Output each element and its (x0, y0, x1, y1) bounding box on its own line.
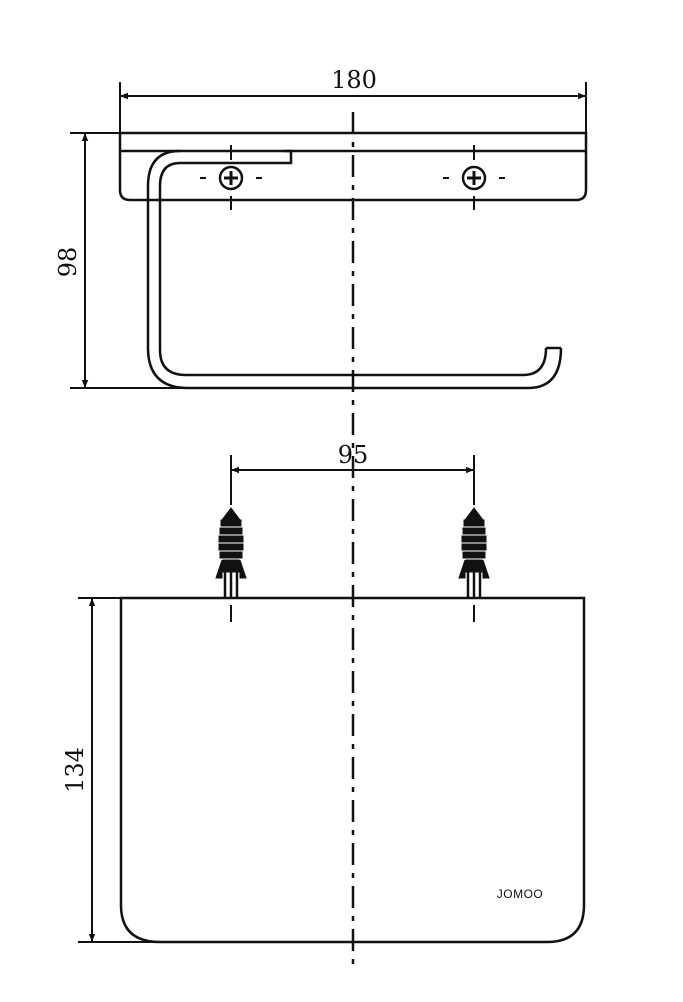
top-view (118, 131, 588, 390)
bottom-view (119, 596, 586, 944)
holder-arm-inner (158, 161, 548, 377)
wall-anchor-right (458, 507, 490, 597)
wall-anchor-left (215, 507, 247, 597)
dimension-height-top (70, 132, 185, 389)
screw-left (200, 145, 262, 210)
holder-arm-outer (146, 149, 563, 390)
screw-head-icon (461, 165, 487, 191)
dimension-height-bottom-label: 134 (61, 747, 89, 793)
screw-right (443, 145, 505, 210)
wall-plate (118, 131, 588, 202)
dimension-width-label: 180 (331, 66, 377, 94)
anchor-centerlines (230, 605, 475, 622)
arm-tab (180, 149, 293, 165)
dimension-height-top-label: 98 (54, 247, 82, 278)
screw-head-icon (218, 165, 244, 191)
dimension-width (119, 82, 587, 133)
paper-cover (119, 596, 586, 944)
brand-logo: JOMOO (497, 887, 544, 901)
dimension-height-bottom (78, 597, 160, 943)
